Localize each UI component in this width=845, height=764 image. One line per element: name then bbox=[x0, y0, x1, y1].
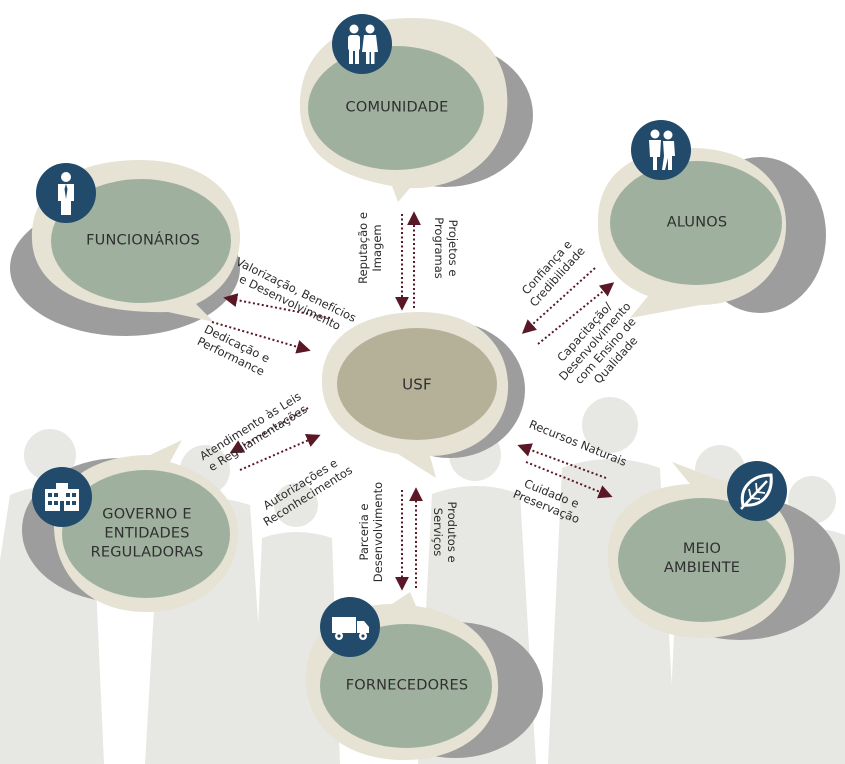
relation-text-line: Projetos e bbox=[446, 219, 460, 277]
relation-text-line: Imagem bbox=[370, 224, 384, 272]
label-governo-line1: GOVERNO E bbox=[102, 506, 192, 523]
label-meio-ambiente-line1: MEIO bbox=[682, 541, 722, 557]
bubble-meio-ambiente bbox=[607, 462, 840, 640]
label-governo-line3: REGULADORAS bbox=[90, 544, 204, 561]
label-governo-line2: ENTIDADES bbox=[104, 525, 190, 542]
bubble-governo bbox=[22, 440, 239, 612]
label-alunos: ALUNOS bbox=[666, 214, 728, 231]
relation-text-line: Programas bbox=[432, 217, 446, 279]
arrow-to-meio-ambiente bbox=[525, 461, 613, 499]
label-meio-ambiente-line2: AMBIENTE bbox=[663, 560, 741, 576]
arrow-to-usf bbox=[239, 434, 321, 471]
bubble-fill bbox=[610, 161, 782, 285]
label-fornecedores: FORNECEDORES bbox=[345, 677, 469, 694]
relation-label-produtos: Produtos e Serviços bbox=[431, 487, 459, 577]
people-icon bbox=[332, 14, 392, 74]
bubble-fill bbox=[618, 498, 786, 622]
building-icon bbox=[32, 467, 92, 527]
bubble-alunos bbox=[597, 148, 826, 318]
students-icon bbox=[631, 120, 691, 180]
bubble-fill bbox=[308, 46, 484, 170]
leaf-icon bbox=[727, 461, 787, 521]
bubble-usf bbox=[321, 312, 525, 478]
arrow-to-governo bbox=[229, 407, 309, 454]
relation-label-projetos: Projetos e Programas bbox=[432, 208, 460, 288]
bubble-funcionarios bbox=[10, 160, 241, 336]
relation-text-line: Produtos e bbox=[445, 501, 459, 563]
relation-text-line: Serviços bbox=[431, 507, 445, 557]
label-comunidade: COMUNIDADE bbox=[345, 99, 449, 116]
arrow-to-usf bbox=[517, 443, 607, 479]
bubble-fill bbox=[337, 328, 497, 440]
relation-arrows bbox=[211, 211, 615, 591]
relation-text-line: Reputação e bbox=[356, 212, 370, 284]
arrow-to-usf bbox=[211, 321, 311, 354]
bubble-fill bbox=[320, 624, 492, 748]
employee-icon bbox=[36, 163, 96, 223]
label-governo: GOVERNO E ENTIDADES REGULADORAS bbox=[91, 506, 204, 563]
relation-label-reputacao: Reputação e Imagem bbox=[356, 208, 384, 288]
relation-text-line: Parceria e bbox=[357, 503, 371, 561]
label-funcionarios: FUNCIONÁRIOS bbox=[86, 232, 200, 249]
label-usf: USF bbox=[402, 375, 432, 394]
bubble-fill bbox=[51, 179, 231, 303]
relation-label-parceria: Parceria e Desenvolvimento bbox=[357, 477, 385, 587]
relation-text-line: Desenvolvimento bbox=[371, 481, 385, 583]
bubble-fill bbox=[62, 470, 230, 598]
label-meio-ambiente: MEIO AMBIENTE bbox=[664, 540, 740, 578]
truck-icon bbox=[320, 597, 380, 657]
